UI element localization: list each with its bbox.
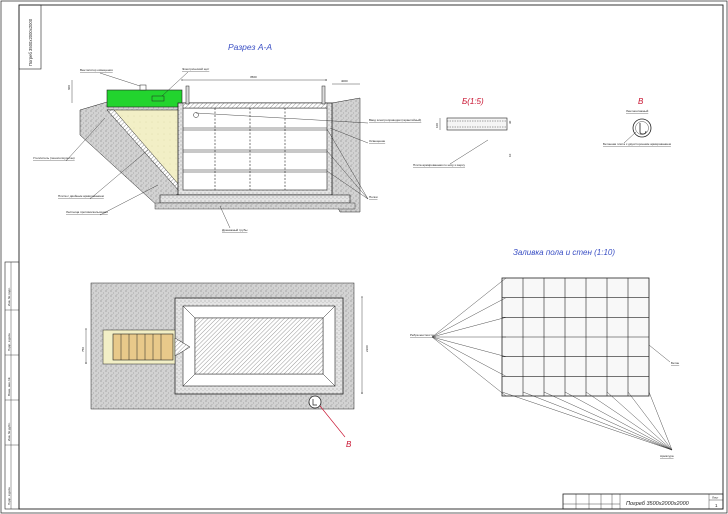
rib-leader — [431, 317, 507, 338]
rebar-leader — [522, 391, 673, 451]
vent-grille — [151, 95, 165, 102]
rib-leaders — [431, 277, 507, 397]
plan-stair — [112, 333, 174, 361]
section-aa: Разрез А-А — [33, 42, 421, 232]
rebar-leader — [501, 391, 673, 451]
detail-b: Б(1:5) 100 30 10 Плита армированная по н… — [413, 97, 512, 167]
lamp-icon — [193, 112, 199, 118]
label-rebar: Арматура — [660, 454, 674, 458]
rib-leader — [431, 336, 507, 377]
plan-hatch-icon — [308, 395, 322, 409]
corner-stamp: Погреб 3500х2000х2000 — [18, 4, 42, 70]
label-concrete-slab: Бетонная плита с двухсторонним армирован… — [603, 142, 671, 146]
label-ribs: Ребра жесткости — [410, 333, 434, 337]
shelves — [183, 108, 327, 190]
label-hood: Электрический щит — [182, 67, 210, 71]
side-strip-cell-4: Подп. и дата — [7, 487, 11, 505]
rebar-leader — [543, 391, 673, 451]
detail-b-plate — [446, 117, 508, 131]
detail-v: В Люк монтажный Бетонная плита с двухсто… — [603, 97, 671, 146]
detail-v-title: В — [638, 97, 644, 106]
rebar-leader — [606, 391, 673, 451]
label-concrete: Бетон — [671, 361, 680, 365]
rib-leader — [431, 336, 507, 357]
plan-step-arrow — [174, 337, 191, 357]
inner-frame — [18, 4, 724, 510]
side-strip: Инв. № подл. Подп. и дата Взам. инв. № И… — [4, 261, 20, 510]
label-slab-cap: Плита с двойным армированием — [58, 194, 104, 198]
dim-750: 750 — [81, 347, 85, 352]
label-vent: Вентилятор освещения — [80, 68, 113, 72]
rebar-leader — [648, 391, 673, 451]
cellar-inner — [182, 107, 328, 191]
label-stairs: Лестница противоскользящая — [66, 210, 108, 214]
rebar-leader — [564, 391, 673, 451]
label-plate: Плита армированная по низу и верху — [413, 163, 466, 167]
side-strip-cell-3: Инв. № дубл. — [7, 422, 11, 441]
dim-30: 30 — [508, 120, 512, 124]
label-drain: Дренажный трубы — [222, 228, 247, 232]
vent-pipe-right — [321, 85, 326, 105]
dim-4000: 4000 — [341, 79, 348, 83]
label-hole: Люк монтажный — [626, 109, 649, 113]
rib-leader — [431, 297, 507, 338]
rebar-leader — [585, 391, 673, 451]
section-aa-title: Разрез А-А — [228, 42, 272, 52]
label-shelf: Полки — [369, 195, 378, 199]
rib-leader — [431, 336, 507, 397]
label-insulation: Утеплитель (пенополиуретан) — [33, 156, 75, 160]
side-strip-cell-2: Взам. инв. № — [7, 377, 11, 396]
title-block-sheet-no: 1 — [715, 503, 718, 508]
side-strip-cell-1: Подп. и дата — [7, 333, 11, 351]
pour-grid-lines — [502, 278, 649, 396]
gravel-bed — [154, 202, 356, 210]
title-block-title: Погреб 3500х2000х2000 — [626, 501, 690, 507]
hook-icon — [639, 123, 647, 135]
dim-100: 100 — [435, 123, 439, 128]
lid-slab — [182, 102, 328, 109]
hatch-ring — [632, 118, 652, 138]
pour-title: Заливка пола и стен (1:10) — [513, 248, 615, 257]
dim-10: 10 — [508, 153, 512, 157]
side-strip-cell-0: Инв. № подл. — [7, 287, 11, 306]
plan-view: 750 2200 В — [81, 282, 369, 449]
title-block: Погреб 3500х2000х2000 Лист 1 — [562, 493, 724, 510]
dim-600: 600 — [67, 85, 71, 90]
floor-slab — [159, 194, 351, 204]
vent-pipe-left — [185, 85, 190, 105]
vent-box — [106, 89, 183, 108]
plan-marker-v: В — [346, 440, 352, 449]
rib-leader — [431, 277, 507, 338]
pour-detail: Заливка пола и стен (1:10) Ребра жесткос… — [410, 248, 680, 458]
dim-3500: 3500 — [250, 75, 257, 79]
dim-2200: 2200 — [365, 345, 369, 352]
label-light: Освещение — [369, 139, 385, 143]
rebar-leader — [627, 391, 673, 451]
detail-b-title: Б(1:5) — [462, 97, 484, 106]
plan-floor-fill — [194, 317, 324, 375]
label-wire: Ввод электропроводки (гарантийный) — [369, 118, 421, 122]
title-block-sheet-label: Лист — [712, 496, 719, 500]
corner-stamp-text: Погреб 3500х2000х2000 — [28, 18, 33, 66]
rebar-leaders — [501, 391, 673, 451]
